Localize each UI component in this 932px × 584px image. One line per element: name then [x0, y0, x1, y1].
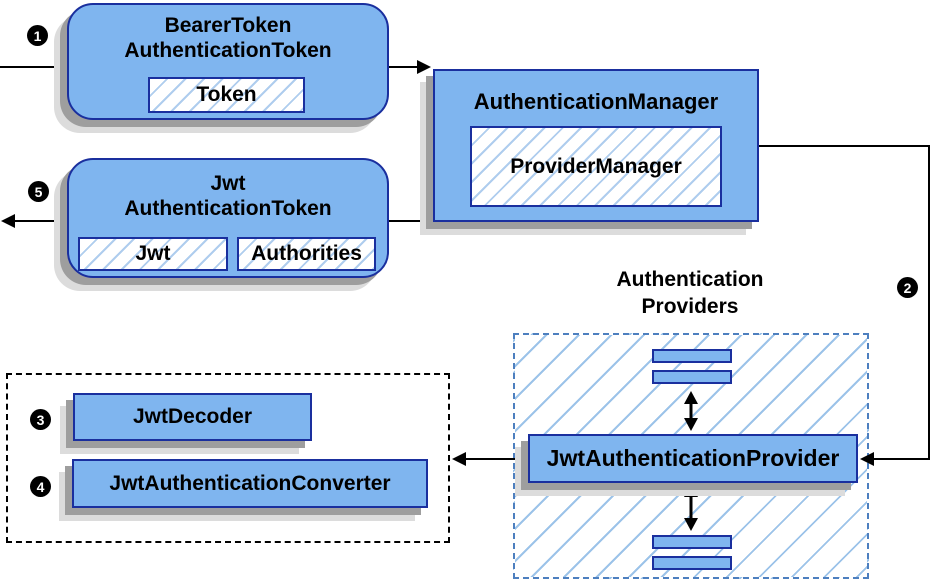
jwt-field-label: Jwt	[135, 242, 171, 265]
provider-to-group-arrowhead-icon	[452, 452, 466, 466]
jwt-authentication-converter-label: JwtAuthenticationConverter	[109, 471, 391, 495]
jwt-authentication-provider-box: JwtAuthenticationProvider	[528, 434, 858, 483]
step-4-badge: 4	[30, 476, 51, 497]
manager-to-provider-line	[759, 145, 930, 460]
jwt-field-box: Jwt	[78, 237, 228, 271]
step-3-number: 3	[36, 411, 45, 428]
bearer-token-box-title-line1: BearerToken	[164, 14, 292, 37]
jwt-token-box-title-line2: AuthenticationToken	[124, 197, 332, 220]
provider-ellipsis-bar	[652, 370, 732, 384]
authentication-manager-box: AuthenticationManager ProviderManager	[433, 69, 759, 222]
step-4-number: 4	[36, 478, 45, 495]
provider-manager-label: ProviderManager	[510, 154, 682, 178]
bearer-token-authentication-token-box: BearerToken AuthenticationToken Token	[67, 3, 389, 120]
jwt-decoder-box: JwtDecoder	[73, 393, 312, 441]
decoder-converter-group-box	[6, 373, 450, 543]
step-3-badge: 3	[30, 409, 51, 430]
bearer-to-manager-arrowhead-icon	[417, 60, 431, 74]
upper-double-arrow-icon	[684, 391, 698, 431]
authorities-field-box: Authorities	[237, 237, 376, 271]
jwt-token-box-title: Jwt AuthenticationToken	[69, 160, 387, 221]
token-field-box: Token	[148, 77, 305, 113]
authentication-manager-title: AuthenticationManager	[473, 89, 719, 114]
jwt-authentication-provider-label: JwtAuthenticationProvider	[546, 445, 840, 471]
step-2-badge: 2	[897, 277, 918, 298]
authentication-providers-label-line2: Providers	[641, 295, 739, 318]
authentication-providers-label: Authentication Providers	[580, 266, 800, 320]
bearer-token-box-title-line2: AuthenticationToken	[124, 39, 332, 62]
step-2-number: 2	[903, 279, 912, 296]
authentication-providers-label-line1: Authentication	[616, 268, 764, 291]
provider-ellipsis-bar	[652, 535, 732, 549]
step-5-number: 5	[34, 183, 43, 200]
outgoing-success-arrowhead-icon	[1, 214, 15, 228]
step-1-number: 1	[33, 27, 42, 44]
jwt-authentication-token-box: Jwt AuthenticationToken Jwt Authorities	[67, 158, 389, 278]
manager-to-provider-arrowhead-icon	[860, 452, 874, 466]
provider-manager-box: ProviderManager	[470, 126, 722, 207]
provider-ellipsis-bar	[652, 556, 732, 570]
token-field-label: Token	[196, 83, 257, 106]
step-1-badge: 1	[27, 25, 48, 46]
authorities-field-label: Authorities	[251, 242, 362, 265]
lower-double-arrow-icon	[684, 484, 698, 531]
jwt-decoder-label: JwtDecoder	[132, 405, 253, 428]
bearer-token-box-title: BearerToken AuthenticationToken	[69, 5, 387, 63]
jwt-authentication-converter-box: JwtAuthenticationConverter	[72, 459, 428, 508]
provider-ellipsis-bar	[652, 349, 732, 363]
jwt-token-box-title-line1: Jwt	[210, 172, 246, 195]
step-5-badge: 5	[28, 181, 49, 202]
